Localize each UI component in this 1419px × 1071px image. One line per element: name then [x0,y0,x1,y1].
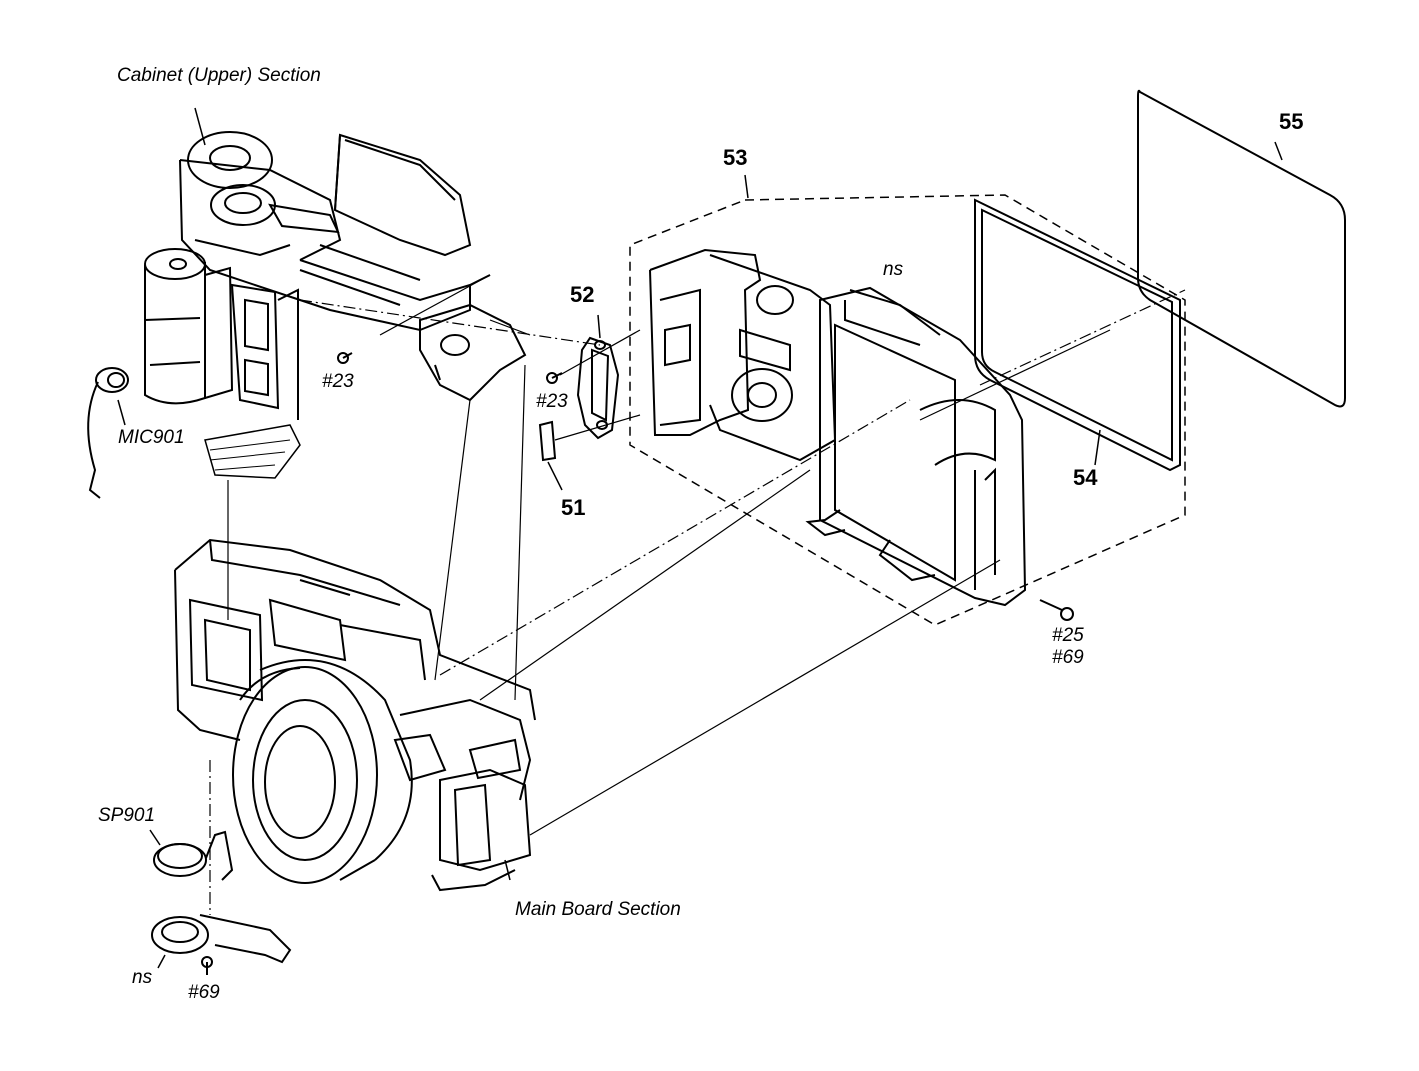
label-screw-25: #25 [1052,625,1084,646]
label-cabinet-upper-section: Cabinet (Upper) Section [117,65,321,86]
mic-assembly [87,367,129,499]
part-53-boundary [629,194,1186,626]
part-52-bracket [576,314,620,440]
part-51 [538,420,563,491]
part-54-gasket [974,198,1181,472]
main-board-assembly [174,538,536,892]
label-part-53: 53 [723,145,748,170]
screw-69-bottom [201,956,213,975]
label-mic901: MIC901 [118,427,185,448]
part-55-window [1137,89,1346,408]
label-part-52: 52 [570,282,595,307]
ring-and-bracket [151,914,292,969]
label-screw-23-right: #23 [536,391,568,412]
label-ns-top: ns [883,259,904,280]
label-part-55: 55 [1279,109,1304,134]
screw-25-69 [1039,599,1074,621]
label-screw-69-bottom: #69 [188,982,220,1003]
screw-23-left [337,352,353,364]
label-part-54: 54 [1073,465,1098,490]
label-part-51: 51 [561,495,586,520]
speaker-assembly [149,829,234,881]
label-screw-23-left: #23 [322,371,354,392]
cabinet-upper-assembly [144,107,527,479]
label-ns-bottom: ns [132,967,153,988]
rear-cabinet-assembly [649,248,1027,607]
screw-23-right [546,372,563,384]
alignment-lines [209,274,1186,915]
label-main-board-section: Main Board Section [515,899,681,920]
label-sp901: SP901 [98,805,156,826]
label-screw-69-right: #69 [1052,647,1084,668]
